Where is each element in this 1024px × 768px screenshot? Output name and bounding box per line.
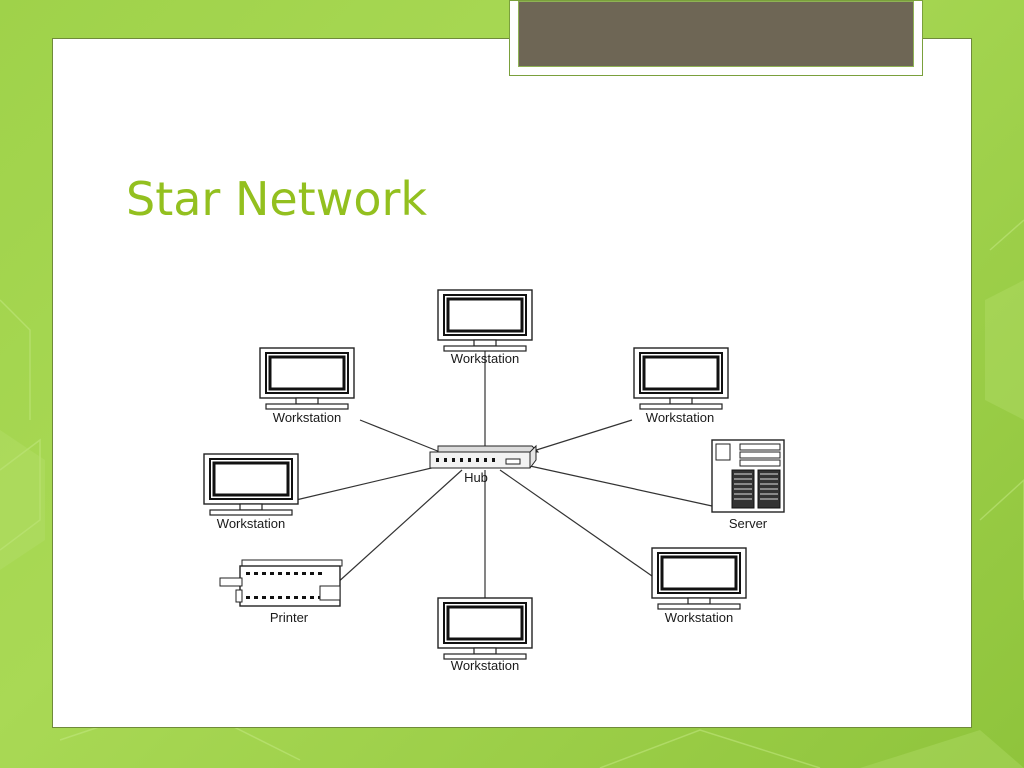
- node-label-workstation-left: Workstation: [217, 516, 285, 531]
- monitor-icon: [650, 546, 748, 611]
- monitor-icon: [436, 596, 534, 661]
- link-workstation-left: [295, 465, 441, 501]
- link-workstation-lower-right: [499, 469, 653, 577]
- header-tab: [509, 0, 923, 76]
- server-tower-icon: [711, 439, 785, 513]
- node-label-workstation-bottom: Workstation: [451, 658, 519, 673]
- link-workstation-upper-right: [529, 419, 633, 453]
- monitor-icon: [202, 452, 300, 517]
- link-server: [529, 465, 713, 507]
- node-label-workstation-upper-right: Workstation: [646, 410, 714, 425]
- hub-icon: [429, 444, 540, 469]
- node-label-printer: Printer: [270, 610, 309, 625]
- connection-lines: [295, 348, 713, 598]
- printer-icon: [219, 559, 343, 607]
- slide-title: Star Network: [126, 172, 428, 226]
- node-label-workstation-lower-right: Workstation: [665, 610, 733, 625]
- monitor-icon: [436, 288, 534, 353]
- node-label-workstation-top: Workstation: [451, 351, 519, 366]
- monitor-icon: [632, 346, 730, 411]
- link-workstation-upper-left: [359, 419, 441, 453]
- monitor-icon: [258, 346, 356, 411]
- node-label-workstation-upper-left: Workstation: [273, 410, 341, 425]
- link-printer: [335, 469, 463, 585]
- hub-label: Hub: [464, 470, 488, 485]
- header-tab-fill: [518, 1, 914, 67]
- node-label-server: Server: [729, 516, 768, 531]
